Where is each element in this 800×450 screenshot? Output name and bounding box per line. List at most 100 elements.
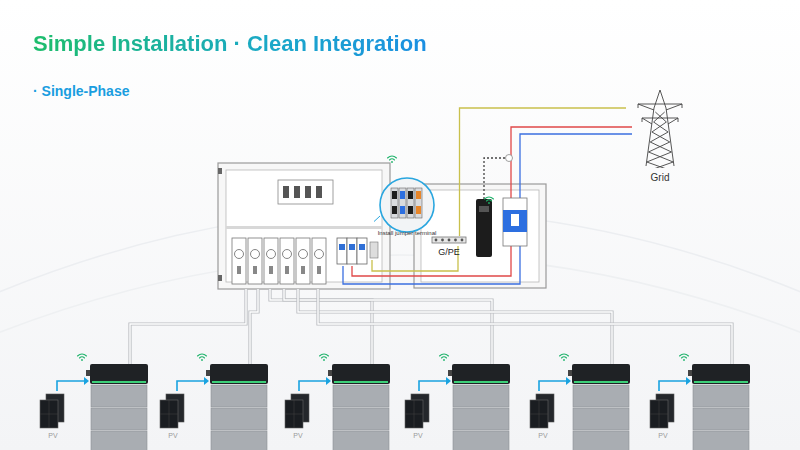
wifi-arc bbox=[80, 357, 85, 358]
pv-panel-icon bbox=[528, 392, 558, 430]
node-label: PV bbox=[281, 432, 315, 439]
breaker-knob bbox=[267, 250, 276, 259]
title: Simple Installation · Clean Integration bbox=[33, 31, 427, 57]
connector bbox=[688, 370, 692, 376]
cable-core bbox=[318, 289, 732, 364]
pv-flow-arrow bbox=[446, 377, 451, 385]
node-label: Grid bbox=[626, 172, 694, 183]
breaker-lever bbox=[253, 266, 257, 274]
ground-terminal-bar: G/PE bbox=[428, 236, 470, 257]
pv-flow-arrow bbox=[204, 377, 209, 385]
connector bbox=[568, 370, 572, 376]
wifi-arc bbox=[388, 156, 397, 158]
pv-panel: PV bbox=[36, 392, 70, 439]
terminal-block bbox=[407, 188, 414, 218]
pv-panel-icon bbox=[158, 392, 188, 430]
pv-panel-icon bbox=[403, 392, 433, 430]
cable bbox=[298, 289, 612, 364]
pv-module bbox=[530, 400, 548, 428]
terminal-block bbox=[391, 188, 398, 218]
battery-module bbox=[453, 431, 509, 450]
battery-module bbox=[211, 431, 267, 450]
battery-module bbox=[333, 385, 389, 407]
battery-module bbox=[453, 408, 509, 430]
jumper bbox=[400, 191, 405, 199]
breaker-knob bbox=[251, 250, 260, 259]
inverter-head bbox=[572, 364, 630, 384]
connector bbox=[448, 370, 452, 376]
pv-flow-line bbox=[57, 381, 84, 391]
pv-module bbox=[650, 400, 668, 428]
wifi-arc bbox=[682, 357, 687, 358]
terminal-block bbox=[415, 188, 422, 218]
wifi-arc bbox=[200, 357, 205, 358]
cable bbox=[130, 289, 246, 364]
breaker-knob bbox=[283, 250, 292, 259]
pv-flow-line bbox=[177, 381, 204, 391]
terminal-screw bbox=[441, 239, 444, 242]
inverter-head bbox=[452, 364, 510, 384]
wifi-arc bbox=[560, 354, 569, 356]
tower-stroke bbox=[647, 152, 673, 162]
pv-panel: PV bbox=[646, 392, 680, 439]
breaker-knob bbox=[235, 250, 244, 259]
breaker-lever bbox=[285, 266, 289, 274]
tower-stroke bbox=[650, 132, 670, 142]
node-label: G/PE bbox=[428, 247, 470, 257]
ground-terminal-bar-icon bbox=[430, 236, 468, 244]
tower-stroke bbox=[638, 104, 682, 122]
breaker bbox=[312, 238, 326, 284]
terminal-screw bbox=[435, 239, 438, 242]
breaker-row bbox=[232, 238, 326, 284]
pv-module bbox=[285, 400, 303, 428]
inverter-head bbox=[210, 364, 268, 384]
battery-module bbox=[91, 408, 147, 430]
breaker-lever bbox=[237, 266, 241, 274]
tower-stroke bbox=[649, 142, 672, 152]
jumper-terminal-callout-icon bbox=[374, 176, 440, 234]
jumper bbox=[408, 191, 413, 199]
wifi-dot bbox=[488, 202, 490, 204]
grid-tower: Grid bbox=[626, 88, 694, 183]
breaker bbox=[232, 238, 246, 284]
cable-core bbox=[250, 289, 258, 364]
jumper bbox=[408, 206, 413, 214]
battery-module bbox=[333, 431, 389, 450]
wifi-icons bbox=[78, 156, 689, 361]
battery-module bbox=[453, 385, 509, 407]
pv-module bbox=[405, 400, 423, 428]
cable-core bbox=[298, 289, 612, 364]
connector bbox=[206, 370, 210, 376]
magnifier-ring bbox=[380, 178, 434, 232]
pv-panel: PV bbox=[156, 392, 190, 439]
cable-core bbox=[284, 289, 492, 364]
battery-module bbox=[693, 385, 749, 407]
wifi-dot bbox=[323, 359, 325, 361]
terminal-screw bbox=[454, 239, 457, 242]
terminal-block bbox=[399, 188, 406, 218]
pv-flow-line bbox=[299, 381, 326, 391]
wifi-dot bbox=[683, 359, 685, 361]
status-stripe bbox=[454, 381, 508, 383]
node-label: PV bbox=[156, 432, 190, 439]
wifi-arc bbox=[390, 159, 395, 160]
wifi-arc bbox=[440, 354, 449, 356]
breaker-lever bbox=[269, 266, 273, 274]
wifi-dot bbox=[81, 359, 83, 361]
node-label: PV bbox=[526, 432, 560, 439]
wifi-arc bbox=[320, 354, 329, 356]
wifi-arc bbox=[442, 357, 447, 358]
battery-module bbox=[693, 408, 749, 430]
battery-module bbox=[211, 385, 267, 407]
node-label: PV bbox=[36, 432, 70, 439]
status-stripe bbox=[92, 381, 146, 383]
inverter-head bbox=[90, 364, 148, 384]
pv-grid bbox=[40, 400, 58, 428]
storage-units bbox=[57, 364, 750, 450]
pv-flow-arrow bbox=[686, 377, 691, 385]
wifi-arc bbox=[78, 354, 87, 356]
pv-panel: PV bbox=[401, 392, 435, 439]
main-breaker bbox=[503, 198, 527, 246]
grid-tower-icon bbox=[628, 88, 692, 168]
